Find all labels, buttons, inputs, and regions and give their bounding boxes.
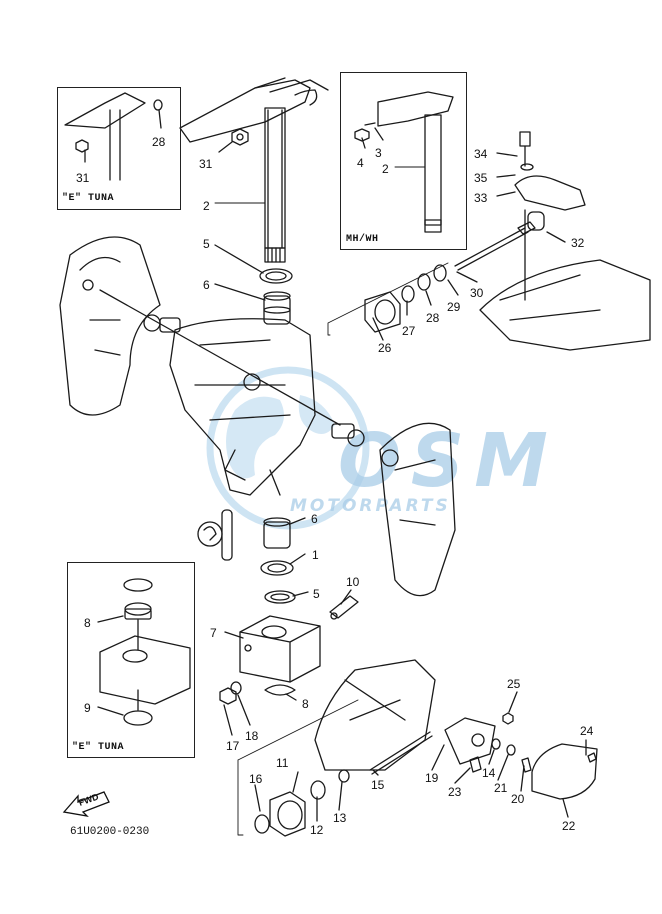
callout-23[interactable]: 23	[448, 785, 462, 799]
callout-2[interactable]: 2	[203, 199, 210, 213]
callout-29[interactable]: 29	[447, 300, 461, 314]
callout-13[interactable]: 13	[333, 811, 347, 825]
callout-3[interactable]: 3	[375, 146, 382, 160]
inset-e-tuna-top-label: "E" TUNA	[62, 193, 115, 204]
callout-16[interactable]: 16	[249, 772, 263, 786]
callout-31[interactable]: 31	[76, 171, 90, 185]
callout-19[interactable]: 19	[425, 771, 439, 785]
callout-28[interactable]: 28	[426, 311, 440, 325]
callout-17[interactable]: 17	[226, 739, 240, 753]
callout-15[interactable]: 15	[371, 778, 385, 792]
callout-2[interactable]: 2	[382, 162, 389, 176]
callout-35[interactable]: 35	[474, 171, 488, 185]
callout-34[interactable]: 34	[474, 147, 488, 161]
callout-25[interactable]: 25	[507, 677, 521, 691]
callout-33[interactable]: 33	[474, 191, 488, 205]
catalog-code: 61U0200-0230	[70, 826, 150, 838]
callout-27[interactable]: 27	[402, 324, 416, 338]
callout-20[interactable]: 20	[511, 792, 525, 806]
callout-24[interactable]: 24	[580, 724, 594, 738]
callout-12[interactable]: 12	[310, 823, 324, 837]
inset-e-tuna-bottom	[67, 562, 195, 758]
callout-8[interactable]: 8	[302, 697, 309, 711]
callout-18[interactable]: 18	[245, 729, 259, 743]
inset-e-tuna-bottom-label: "E" TUNA	[72, 742, 125, 753]
callout-5[interactable]: 5	[203, 237, 210, 251]
inset-mh-wh-label: MH/WH	[346, 234, 379, 245]
inset-mh-wh	[340, 72, 467, 250]
callout-9[interactable]: 9	[84, 701, 91, 715]
watermark-sub: MOTORPARTS	[290, 496, 451, 516]
callout-6[interactable]: 6	[311, 512, 318, 526]
callout-4[interactable]: 4	[357, 156, 364, 170]
callout-11[interactable]: 11	[276, 756, 289, 770]
callout-32[interactable]: 32	[571, 236, 585, 250]
callout-14[interactable]: 14	[482, 766, 496, 780]
callout-6[interactable]: 6	[203, 278, 210, 292]
callout-1[interactable]: 1	[312, 548, 319, 562]
callout-10[interactable]: 10	[346, 575, 360, 589]
callout-7[interactable]: 7	[210, 626, 217, 640]
callout-30[interactable]: 30	[470, 286, 484, 300]
callout-5[interactable]: 5	[313, 587, 320, 601]
callout-8[interactable]: 8	[84, 616, 91, 630]
fwd-arrow-icon: FWD	[62, 791, 110, 817]
callout-28[interactable]: 28	[152, 135, 166, 149]
callout-21[interactable]: 21	[494, 781, 508, 795]
watermark-brand: OSM	[338, 418, 558, 504]
callout-31[interactable]: 31	[199, 157, 213, 171]
callout-26[interactable]: 26	[378, 341, 392, 355]
callout-22[interactable]: 22	[562, 819, 576, 833]
inset-e-tuna-top	[57, 87, 181, 210]
